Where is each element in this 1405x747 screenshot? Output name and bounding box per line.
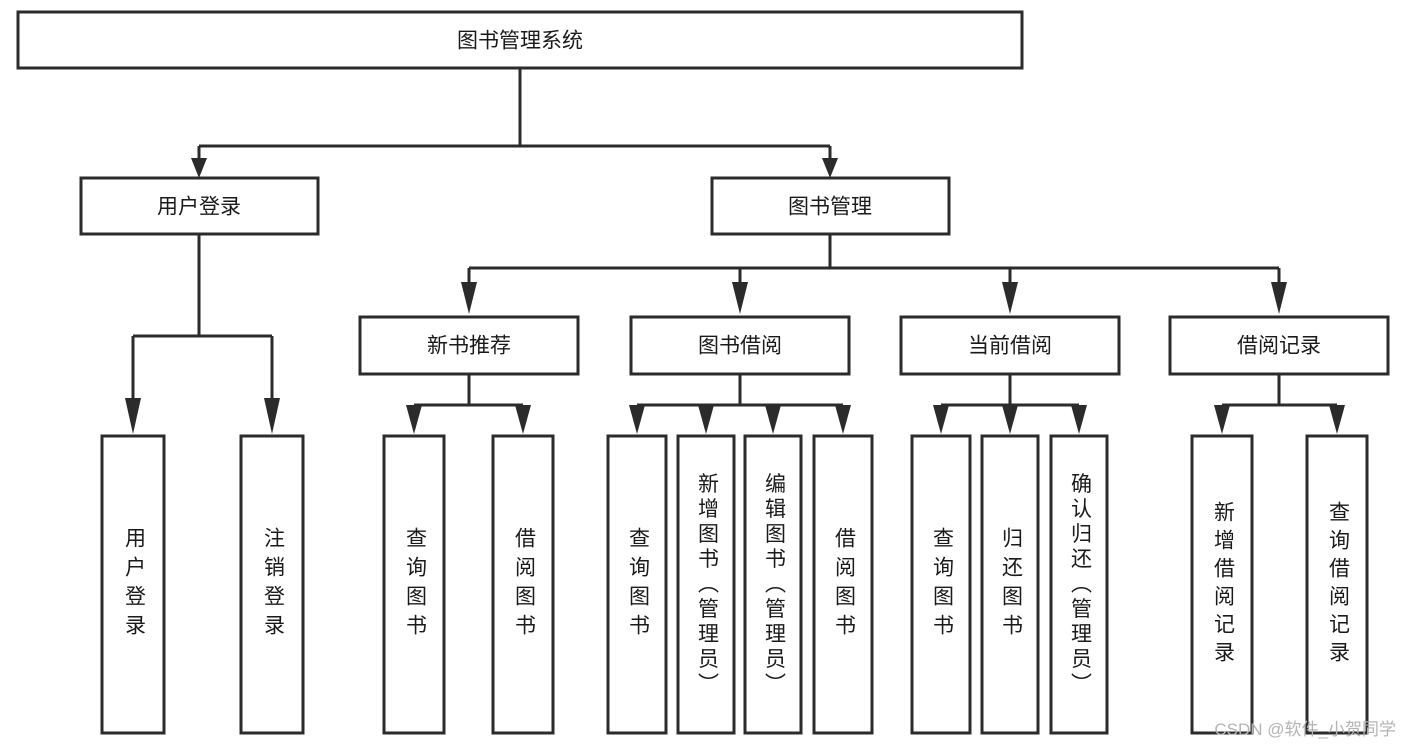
node-borrow-record[interactable]: 借阅记录 (1168, 315, 1390, 376)
node-leaf-return-book-label: 归还图书 (999, 527, 1023, 643)
node-leaf-borrow-book-2-label: 借阅图书 (832, 527, 856, 643)
node-user-login-label: 用户登录 (157, 196, 241, 219)
node-leaf-return-book[interactable]: 归还图书 (980, 434, 1040, 735)
node-leaf-borrow-book-1-box[interactable] (491, 434, 555, 735)
node-book-manage-box[interactable] (710, 176, 951, 236)
arrow-head-book-manage (822, 158, 838, 178)
node-leaf-logout-box[interactable] (239, 434, 305, 735)
node-leaf-query-book-1-label: 查询图书 (403, 527, 427, 643)
node-root-box[interactable] (16, 10, 1024, 70)
arrow-head-leaf-add-book (698, 405, 714, 434)
arrow-head-new-book-rec (461, 282, 477, 314)
node-current-borrow-box[interactable] (899, 315, 1121, 376)
node-leaf-query-book-1[interactable]: 查询图书 (382, 434, 446, 735)
node-leaf-query-book-1-box[interactable] (382, 434, 446, 735)
node-borrow-record-box[interactable] (1168, 315, 1390, 376)
node-leaf-add-record-box[interactable] (1190, 434, 1254, 735)
node-leaf-add-book-label: 新增图书（管理员） (695, 473, 719, 698)
arrow-head-leaf-add-record (1214, 405, 1230, 434)
node-new-book-rec-box[interactable] (358, 315, 580, 376)
csdn-watermark: CSDN @软件_小贺同学 (1214, 720, 1396, 739)
node-leaf-add-record[interactable]: 新增借阅记录 (1190, 434, 1254, 735)
node-leaf-borrow-book-1[interactable]: 借阅图书 (491, 434, 555, 735)
arrow-head-user-login (191, 158, 207, 178)
node-leaf-user-login-label: 用户登录 (122, 527, 146, 643)
node-user-login-box[interactable] (79, 176, 320, 236)
node-leaf-query-record[interactable]: 查询借阅记录 (1305, 434, 1369, 735)
node-new-book-rec-label: 新书推荐 (427, 335, 511, 358)
arrow-head-leaf-query-book-2 (629, 405, 645, 434)
node-leaf-query-book-3-box[interactable] (910, 434, 972, 735)
node-book-borrow-box[interactable] (629, 315, 851, 376)
node-leaf-user-login[interactable]: 用户登录 (100, 434, 166, 735)
arrow-head-book-borrow (732, 282, 748, 314)
node-book-manage[interactable]: 图书管理 (710, 176, 951, 236)
node-user-login[interactable]: 用户登录 (79, 176, 320, 236)
node-leaf-query-book-2-label: 查询图书 (626, 527, 650, 643)
node-book-manage-label: 图书管理 (788, 196, 872, 219)
arrow-head-leaf-edit-book (765, 405, 781, 434)
arrow-head-leaf-user-login (125, 398, 141, 434)
node-leaf-edit-book-label: 编辑图书（管理员） (762, 473, 786, 698)
arrow-head-leaf-confirm-return (1071, 405, 1087, 434)
node-leaf-query-book-3-label: 查询图书 (930, 527, 954, 643)
node-leaf-edit-book-box[interactable] (743, 434, 803, 735)
node-root[interactable]: 图书管理系统 (16, 10, 1024, 70)
node-leaf-edit-book[interactable]: 编辑图书（管理员） (743, 434, 803, 735)
node-leaf-confirm-return[interactable]: 确认归还（管理员） (1049, 434, 1109, 735)
node-book-borrow[interactable]: 图书借阅 (629, 315, 851, 376)
node-leaf-query-book-2[interactable]: 查询图书 (606, 434, 668, 735)
arrow-head-leaf-logout (264, 398, 280, 434)
arrow-head-leaf-return-book (1002, 405, 1018, 434)
node-leaf-logout[interactable]: 注销登录 (239, 434, 305, 735)
node-current-borrow[interactable]: 当前借阅 (899, 315, 1121, 376)
arrow-head-current-borrow (1002, 282, 1018, 314)
arrow-head-borrow-record (1271, 282, 1287, 314)
node-book-borrow-label: 图书借阅 (698, 335, 782, 358)
node-leaf-borrow-book-2[interactable]: 借阅图书 (812, 434, 874, 735)
node-leaf-add-book[interactable]: 新增图书（管理员） (676, 434, 736, 735)
node-current-borrow-label: 当前借阅 (968, 335, 1052, 358)
node-borrow-record-label: 借阅记录 (1237, 335, 1321, 358)
node-leaf-confirm-return-label: 确认归还（管理员） (1068, 473, 1092, 698)
node-leaf-add-book-box[interactable] (676, 434, 736, 735)
node-leaf-borrow-book-1-label: 借阅图书 (512, 527, 536, 643)
node-leaf-query-record-label: 查询借阅记录 (1326, 501, 1350, 669)
arrow-head-leaf-query-record (1329, 405, 1345, 434)
node-leaf-query-record-box[interactable] (1305, 434, 1369, 735)
node-root-label: 图书管理系统 (457, 30, 583, 53)
node-leaf-query-book-3[interactable]: 查询图书 (910, 434, 972, 735)
node-leaf-return-book-box[interactable] (980, 434, 1040, 735)
arrow-head-leaf-query-book-1 (406, 405, 422, 434)
node-leaf-add-record-label: 新增借阅记录 (1211, 501, 1235, 669)
node-leaf-query-book-2-box[interactable] (606, 434, 668, 735)
node-new-book-rec[interactable]: 新书推荐 (358, 315, 580, 376)
arrow-head-leaf-query-book-3 (933, 405, 949, 434)
arrow-head-leaf-borrow-book-1 (515, 405, 531, 434)
node-leaf-user-login-box[interactable] (100, 434, 166, 735)
node-leaf-borrow-book-2-box[interactable] (812, 434, 874, 735)
node-leaf-logout-label: 注销登录 (261, 527, 285, 643)
connector-layer (125, 68, 1345, 434)
arrow-head-leaf-borrow-book-2 (835, 405, 851, 434)
node-leaf-confirm-return-box[interactable] (1049, 434, 1109, 735)
